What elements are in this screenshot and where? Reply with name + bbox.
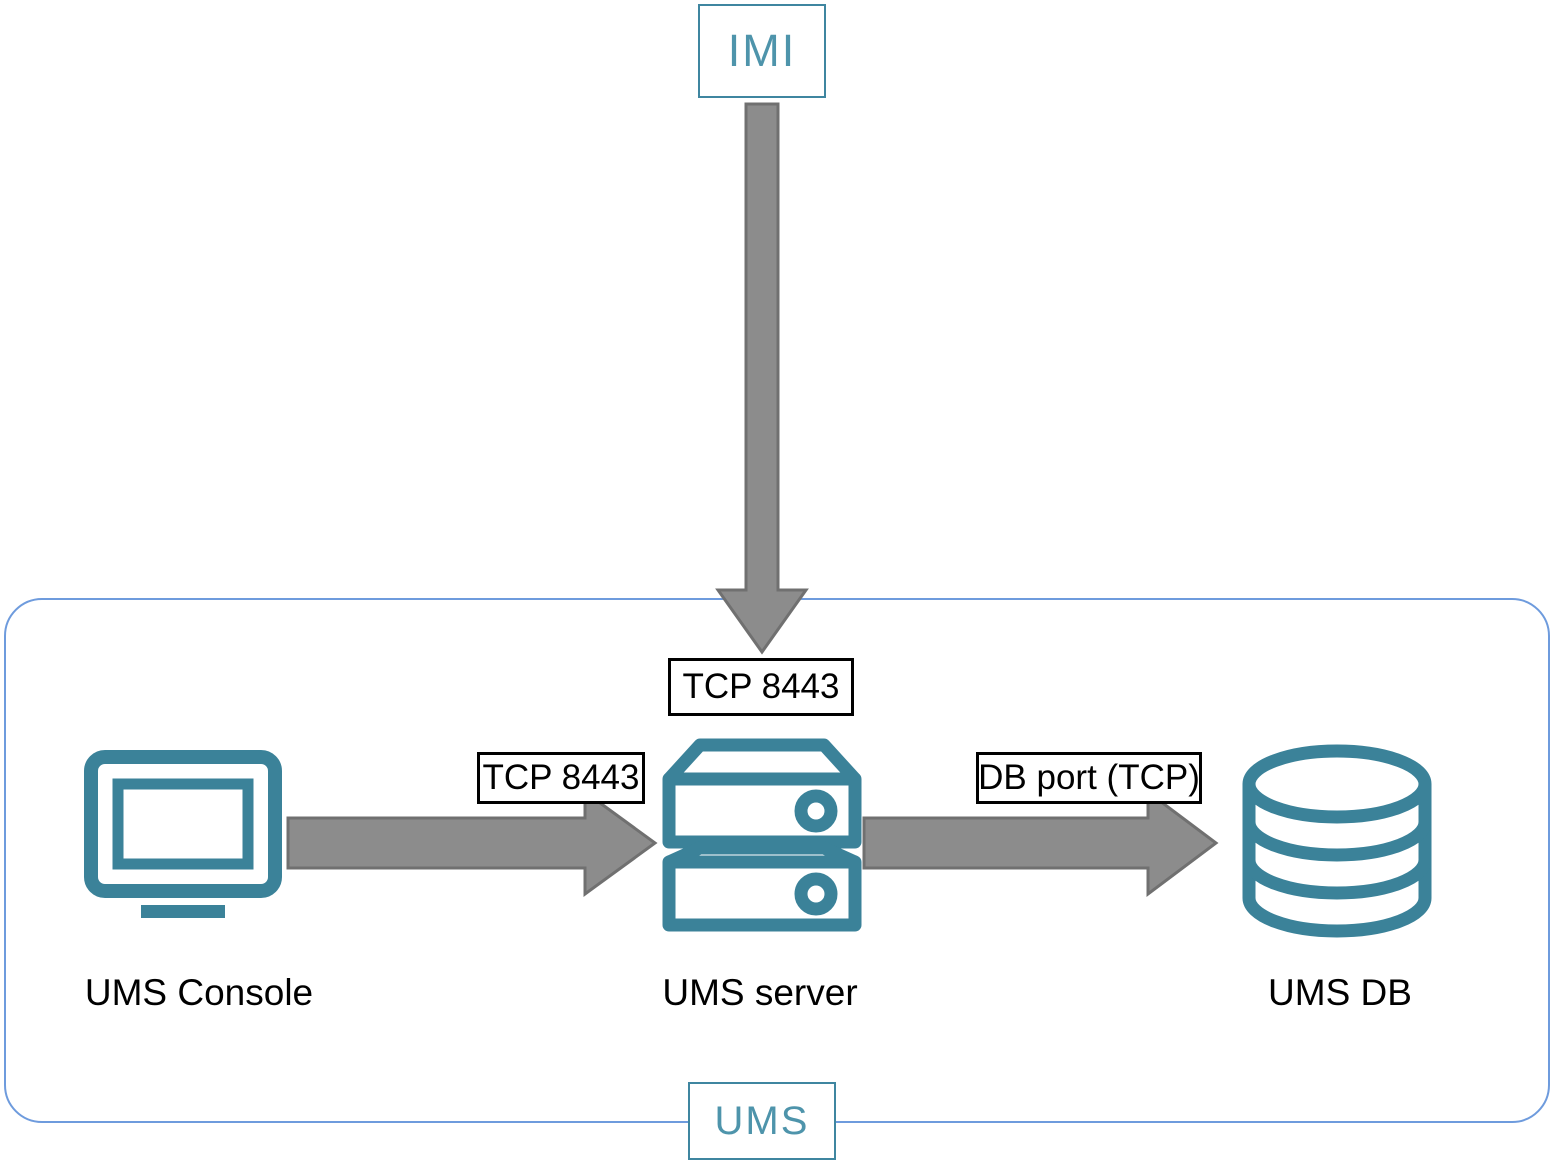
port-label-console-to-server: TCP 8443 xyxy=(477,752,645,804)
ums-boundary-tag-box: UMS xyxy=(688,1082,836,1160)
port-label-imi-to-server: TCP 8443 xyxy=(668,658,854,716)
node-caption-ums-server: UMS server xyxy=(662,972,858,1013)
node-caption-ums-db: UMS DB xyxy=(1268,972,1412,1013)
port-label-server-to-db: DB port (TCP) xyxy=(976,752,1202,804)
arrow-imi-to-server xyxy=(715,102,809,655)
imi-tag-box: IMI xyxy=(698,4,826,98)
node-caption-ums-console: UMS Console xyxy=(84,972,314,1013)
